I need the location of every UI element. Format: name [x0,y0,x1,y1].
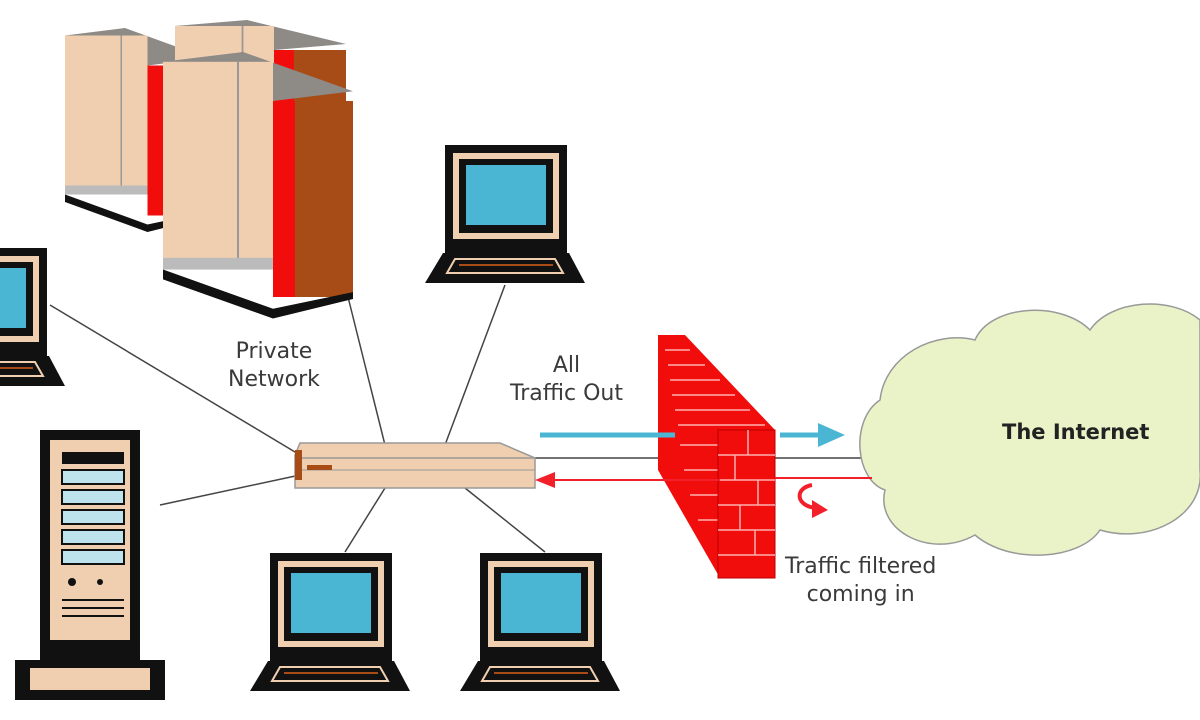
internet-label: The Internet [1002,420,1150,444]
all-traffic-out-label: All Traffic Out [510,352,623,408]
outgoing-traffic-arrow [540,423,845,447]
all-traffic-out-label-line1: All [552,353,581,378]
laptop-computer-top [424,144,586,284]
filtered-traffic-arrow [797,483,828,518]
laptop-computer-left [0,247,66,387]
tower-server [15,430,165,700]
traffic-filtered-label-line2: coming in [806,582,915,607]
private-network-label: Private Network [228,338,320,394]
laptop-computer-bottom-left [249,552,411,692]
network-hub [294,442,536,489]
laptop-computer-bottom-right [459,552,621,692]
traffic-filtered-label: Traffic filtered coming in [785,553,936,609]
firewall-brick-wall [658,335,776,579]
traffic-filtered-label-line1: Traffic filtered [785,554,937,579]
mainframe-server-front [162,51,354,320]
all-traffic-out-label-line2: Traffic Out [510,381,623,406]
incoming-traffic-arrow [535,472,872,488]
internet-cloud [859,303,1200,556]
private-network-label-line1: Private [235,339,313,364]
private-network-label-line2: Network [228,367,320,392]
